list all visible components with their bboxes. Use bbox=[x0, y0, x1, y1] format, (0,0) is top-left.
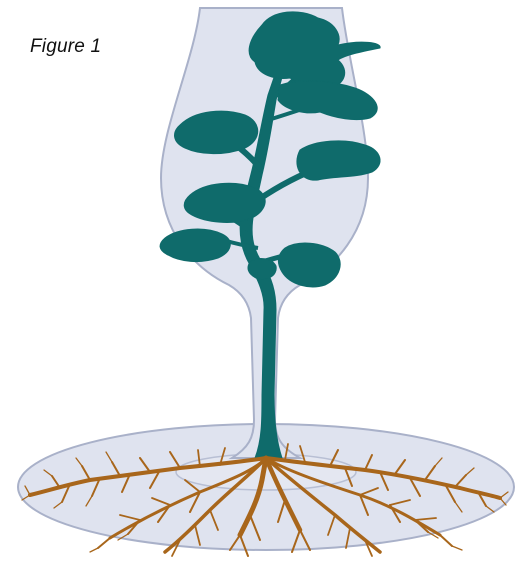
wine-glass-illustration bbox=[0, 0, 525, 564]
figure-1: Figure 1 bbox=[0, 0, 525, 564]
